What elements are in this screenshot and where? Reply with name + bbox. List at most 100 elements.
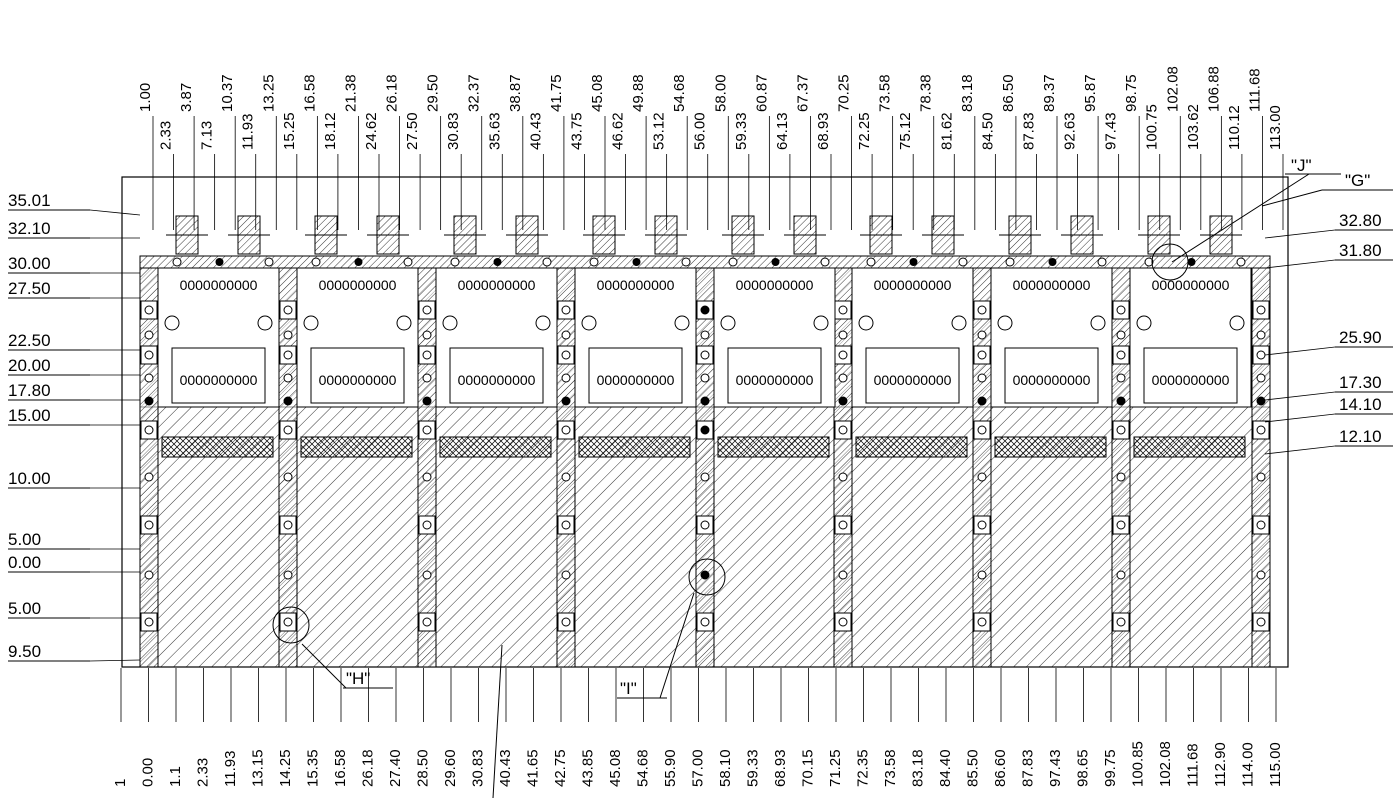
callout-i-leader bbox=[659, 592, 695, 699]
fastener bbox=[977, 425, 987, 435]
fastener bbox=[700, 520, 710, 530]
column-strip-fill bbox=[556, 267, 576, 668]
top-screw bbox=[311, 257, 321, 267]
fastener bbox=[283, 425, 293, 435]
fastener bbox=[838, 472, 848, 482]
right-level-label: 32.80 bbox=[1339, 211, 1382, 230]
column-strip-fill bbox=[833, 267, 853, 668]
right-level-leader bbox=[1264, 391, 1336, 401]
callout-g-label: "G" bbox=[1345, 171, 1370, 190]
crosshatch-strip bbox=[994, 436, 1107, 458]
fastener bbox=[144, 617, 154, 627]
fastener bbox=[838, 350, 848, 360]
module-label-bottom: 0000000000 bbox=[180, 372, 258, 388]
crosshatch-strip bbox=[717, 436, 830, 458]
top-dimension-label: 59.33 bbox=[733, 112, 750, 150]
fastener bbox=[422, 373, 432, 383]
fastener bbox=[561, 425, 571, 435]
fastener bbox=[1116, 305, 1126, 315]
fastener bbox=[1256, 373, 1266, 383]
callout-j-circle bbox=[1151, 243, 1189, 281]
top-dimension-label: 78.38 bbox=[918, 74, 935, 112]
left-level-label: 35.01 bbox=[8, 191, 51, 210]
bottom-dimension-label: 54.68 bbox=[635, 749, 652, 787]
mount-hole bbox=[1090, 315, 1106, 331]
right-level-leader bbox=[1264, 229, 1336, 239]
fastener bbox=[700, 373, 710, 383]
top-dimension-label: 46.62 bbox=[610, 112, 627, 150]
bottom-dimension-label: 2.33 bbox=[195, 758, 212, 787]
fastener bbox=[700, 425, 710, 435]
column-strip-fill bbox=[1251, 267, 1271, 668]
top-dot bbox=[1187, 258, 1196, 266]
mount-hole bbox=[1136, 315, 1152, 331]
fastener bbox=[1256, 305, 1266, 315]
fastener bbox=[1116, 373, 1126, 383]
mount-hole bbox=[257, 315, 273, 331]
fastener bbox=[144, 472, 154, 482]
fastener bbox=[144, 520, 154, 530]
fastener bbox=[1116, 472, 1126, 482]
fastener bbox=[1256, 520, 1266, 530]
column-strip-fill bbox=[1111, 267, 1131, 668]
top-dimension-label: 21.38 bbox=[342, 74, 359, 112]
callout-h-leader bbox=[301, 643, 347, 689]
crosshatch-strip bbox=[439, 436, 552, 458]
module-label-top: 0000000000 bbox=[1152, 277, 1230, 293]
level-dot bbox=[977, 396, 987, 406]
right-level-label: 14.10 bbox=[1339, 395, 1382, 414]
callout-i-circle bbox=[688, 558, 726, 596]
column-strip-fill bbox=[417, 267, 437, 668]
fastener bbox=[144, 305, 154, 315]
left-level-label: 30.00 bbox=[8, 254, 51, 273]
left-level-label: 10.00 bbox=[8, 469, 51, 488]
fastener bbox=[977, 305, 987, 315]
top-dimension-label: 49.88 bbox=[630, 74, 647, 112]
crosshatch-strip bbox=[578, 436, 691, 458]
bottom-dimension-label: 30.83 bbox=[470, 749, 487, 787]
left-level-label: 32.10 bbox=[8, 219, 51, 238]
level-dot bbox=[700, 396, 710, 406]
module-label-top: 0000000000 bbox=[1013, 277, 1091, 293]
mount-hole bbox=[1229, 315, 1245, 331]
fastener bbox=[1256, 570, 1266, 580]
top-dimension-label: 7.13 bbox=[199, 121, 216, 150]
left-level-label: 5.00 bbox=[8, 599, 41, 618]
fastener bbox=[700, 570, 710, 580]
top-screw bbox=[958, 257, 968, 267]
bottom-dimension-label: 70.15 bbox=[800, 749, 817, 787]
top-dimension-label: 32.37 bbox=[466, 74, 483, 112]
fastener bbox=[1116, 330, 1126, 340]
left-level-label: 0.00 bbox=[8, 553, 41, 572]
top-dimension-label: 11.93 bbox=[240, 114, 257, 150]
fastener bbox=[144, 350, 154, 360]
right-level-leader bbox=[1264, 259, 1336, 269]
top-dimension-label: 38.87 bbox=[507, 74, 524, 112]
right-level-leader bbox=[1264, 346, 1336, 356]
level-dot bbox=[422, 396, 432, 406]
left-level-label: 5.00 bbox=[8, 530, 41, 549]
bottom-dimension-label: 43.85 bbox=[580, 749, 597, 787]
left-level-label: 15.00 bbox=[8, 406, 51, 425]
level-dot bbox=[1256, 396, 1266, 406]
fastener bbox=[1256, 472, 1266, 482]
column-strip-fill bbox=[695, 267, 715, 668]
top-screw bbox=[1144, 257, 1154, 267]
bottom-dimension-label: 11.93 bbox=[222, 751, 239, 787]
top-dimension-label: 98.75 bbox=[1123, 74, 1140, 112]
top-dimension-label: 111.68 bbox=[1246, 68, 1263, 112]
bottom-dimension-label: 115.00 bbox=[1267, 742, 1284, 787]
top-dot bbox=[354, 258, 363, 266]
top-dimension-label: 102.08 bbox=[1164, 66, 1181, 112]
bottom-dimension-label: 0.00 bbox=[140, 758, 157, 787]
top-dimension-label: 64.13 bbox=[774, 112, 791, 150]
right-level-leader bbox=[1264, 413, 1336, 423]
bottom-dimension-label: 13.15 bbox=[250, 749, 267, 787]
fastener bbox=[422, 350, 432, 360]
fastener bbox=[1256, 617, 1266, 627]
fastener bbox=[283, 373, 293, 383]
bottom-dimension-label: 28.50 bbox=[415, 749, 432, 787]
top-dimension-label: 29.50 bbox=[425, 74, 442, 112]
fastener bbox=[561, 617, 571, 627]
level-dot bbox=[561, 396, 571, 406]
